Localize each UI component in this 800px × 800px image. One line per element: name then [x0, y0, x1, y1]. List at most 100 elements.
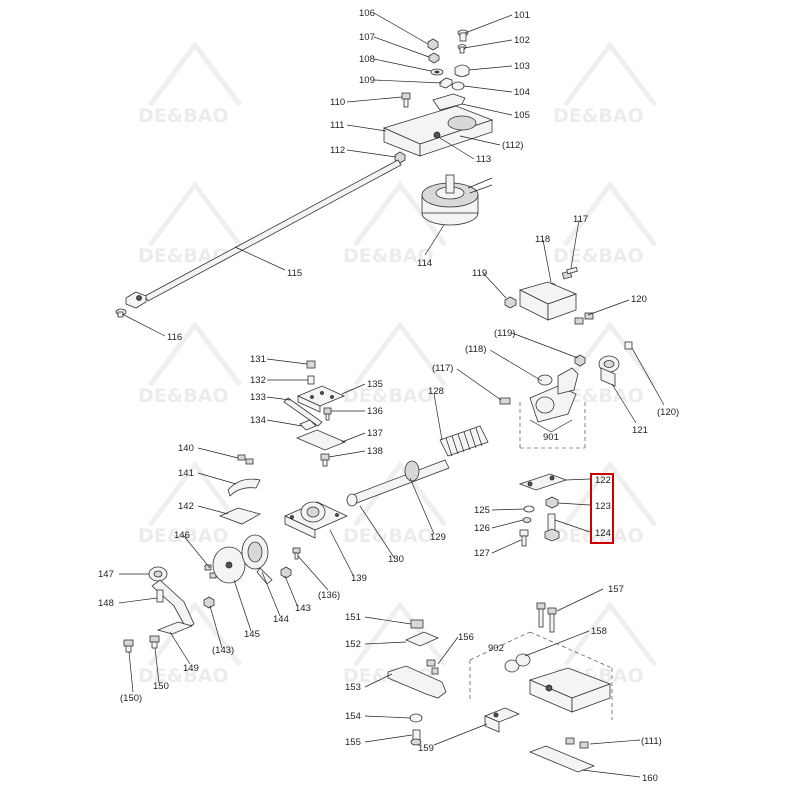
part-120b-screw: [624, 341, 633, 350]
label-105: 105: [514, 110, 530, 121]
watermark-text: DE&BAO: [138, 665, 229, 687]
label-157: 157: [608, 584, 624, 595]
watermark-text: DE&BAO: [343, 385, 434, 407]
part-155-screw: [410, 729, 422, 746]
watermark-text: DE&BAO: [138, 385, 229, 407]
part-110-screw: [401, 92, 411, 108]
label-127: 127: [474, 548, 490, 559]
label-149: 149: [183, 663, 199, 674]
part-144-collar: [241, 534, 273, 585]
label-128: 128: [428, 386, 444, 397]
part-133-plate: [283, 397, 323, 427]
part-131-nut: [306, 360, 316, 369]
center-shaft-parts: [284, 425, 489, 560]
label-119-ref: (119): [494, 328, 515, 339]
label-118-ref: (118): [465, 344, 486, 355]
part-128-spring: [439, 425, 489, 457]
label-147: 147: [98, 569, 114, 580]
part-109-link: [439, 77, 453, 89]
label-139: 139: [351, 573, 367, 584]
part-132-pin: [307, 375, 315, 385]
label-136: 136: [367, 406, 383, 417]
part-124-pin: [544, 513, 560, 542]
label-902: 902: [488, 643, 504, 654]
part-138-screw: [320, 453, 330, 467]
part-902-valve-block: [469, 631, 613, 720]
watermark-10: DE&BAO: [343, 460, 447, 547]
label-129: 129: [430, 532, 446, 543]
part-152-plate: [405, 631, 439, 647]
label-118: 118: [535, 234, 550, 245]
part-135-block: [296, 385, 346, 413]
part-114-motor: [421, 174, 493, 226]
label-113: 113: [476, 154, 491, 165]
watermark-6: DE&BAO: [138, 320, 242, 407]
label-120-ref: (120): [657, 407, 679, 418]
label-101: 101: [514, 10, 530, 21]
label-152: 152: [345, 639, 361, 650]
label-103: 103: [514, 61, 530, 72]
part-136-screw: [323, 407, 332, 421]
watermark-12: DE&BAO: [138, 600, 242, 687]
part-143-nut: [280, 566, 292, 579]
watermark-1: DE&BAO: [138, 40, 242, 127]
part-117-screw: [561, 266, 578, 280]
part-102-screw: [457, 44, 467, 54]
part-122-plate: [518, 473, 568, 491]
label-138: 138: [367, 446, 383, 457]
left-lower-parts: [123, 534, 292, 653]
part-139-bearing: [284, 501, 348, 539]
part-130-shaft: [346, 459, 450, 507]
label-141: 141: [178, 468, 194, 479]
part-119b-nut: [574, 354, 586, 367]
label-901: 901: [543, 432, 559, 443]
label-145: 145: [244, 629, 260, 640]
highlight-box: [590, 473, 614, 544]
part-123-nut: [545, 496, 559, 509]
part-160-plate: [528, 745, 596, 773]
watermark-5: DE&BAO: [553, 180, 657, 267]
washer-hole: [434, 70, 440, 74]
part-153-bracket: [387, 665, 447, 699]
label-122: 122: [595, 475, 611, 486]
label-160: 160: [642, 773, 658, 784]
label-137: 137: [367, 428, 383, 439]
part-labels: 106 101 107 102 108 103 109 104 110 105 …: [98, 8, 679, 784]
label-150-ref: (150): [120, 693, 142, 704]
watermark-text: DE&BAO: [553, 385, 644, 407]
label-130: 130: [388, 554, 404, 565]
part-159-fitting: [483, 707, 521, 733]
label-114: 114: [417, 258, 432, 269]
watermark-text: DE&BAO: [343, 245, 434, 267]
watermark-text: DE&BAO: [343, 525, 434, 547]
part-106-nut: [427, 38, 439, 51]
watermark-text: DE&BAO: [553, 525, 644, 547]
leader-lines: [118, 12, 665, 778]
label-125: 125: [474, 505, 490, 516]
label-136-ref: (136): [318, 590, 340, 601]
part-156-screws: [426, 659, 439, 675]
part-116-screw: [115, 308, 127, 318]
part-125-washer: [523, 505, 535, 513]
right-upper-parts: [499, 266, 633, 449]
part-158-fittings: [504, 653, 531, 673]
label-108: 108: [359, 54, 375, 65]
label-115: 115: [287, 268, 302, 279]
label-117: 117: [573, 214, 588, 225]
label-153: 153: [345, 682, 361, 693]
label-121: 121: [632, 425, 648, 436]
part-151-nut: [410, 619, 424, 629]
label-102: 102: [514, 35, 530, 46]
top-assembly-parts: [115, 29, 494, 318]
label-150: 150: [153, 681, 169, 692]
part-137-plate: [295, 429, 347, 451]
label-110: 110: [330, 97, 345, 108]
label-135: 135: [367, 379, 383, 390]
watermark-4: DE&BAO: [138, 180, 242, 267]
part-136b-screw: [292, 547, 301, 560]
label-104: 104: [514, 87, 530, 98]
part-101-screw: [457, 29, 469, 42]
label-111: 111: [330, 120, 344, 131]
label-126: 126: [474, 523, 490, 534]
label-117-ref: (117): [432, 363, 453, 374]
